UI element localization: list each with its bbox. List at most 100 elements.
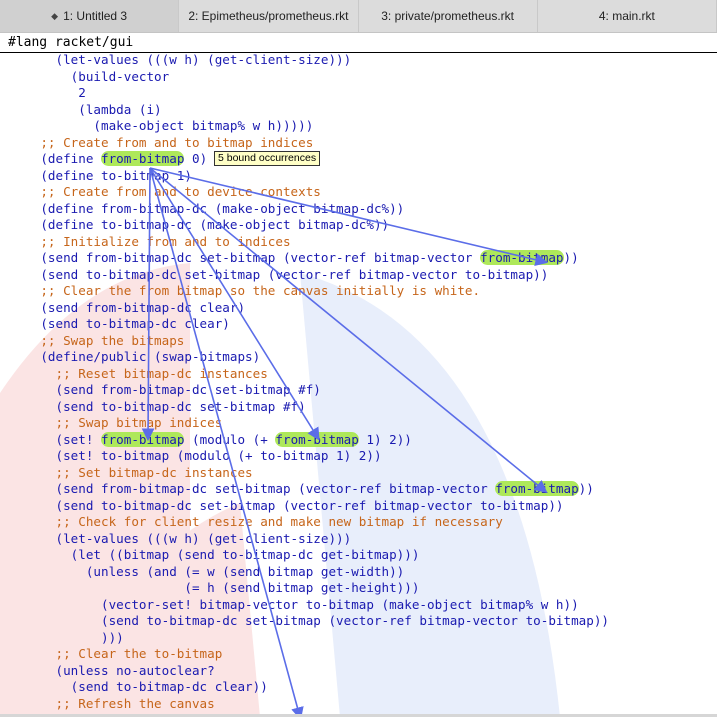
tab-label: 3: private/prometheus.rkt — [381, 9, 514, 23]
code-text: (send to-bitmap-dc set-bitmap (vector-re… — [10, 497, 564, 513]
code-line[interactable]: ))) — [10, 630, 609, 647]
highlighted-identifier: from-bitmap — [101, 431, 185, 447]
code-text: (let ((bitmap (send to-bitmap-dc get-bit… — [10, 547, 420, 562]
code-line[interactable]: (send to-bitmap-dc set-bitmap (vector-re… — [10, 613, 609, 630]
code-line[interactable]: ;; Swap the bitmaps — [10, 333, 609, 350]
code-text: (send to-bitmap-dc clear) — [10, 316, 230, 331]
code-comment: ;; Swap the bitmaps — [10, 332, 185, 348]
code-line[interactable]: (send from-bitmap-dc clear) — [10, 300, 609, 317]
code-comment: ;; Initialize from and to indices — [10, 233, 291, 249]
code-text: (send from-bitmap-dc set-bitmap (vector-… — [10, 250, 481, 265]
bound-occurrences-tooltip: 5 bound occurrences — [214, 151, 321, 166]
tab-main[interactable]: 4: main.rkt — [537, 0, 717, 32]
code-line[interactable]: ;; Clear the from bitmap so the canvas i… — [10, 283, 609, 300]
code-line[interactable]: (send to-bitmap-dc set-bitmap (vector-re… — [10, 498, 609, 515]
code-comment: ;; Create from and to bitmap indices — [10, 134, 314, 150]
code-line[interactable]: ;; Create from and to device contexts — [10, 184, 609, 201]
tab-bar: ◆ 1: Untitled 3 2: Epimetheus/prometheus… — [0, 0, 717, 33]
tab-untitled-3[interactable]: ◆ 1: Untitled 3 — [0, 0, 180, 32]
code-line[interactable]: (set! from-bitmap (modulo (+ from-bitmap… — [10, 431, 609, 449]
code-text: (send to-bitmap-dc set-bitmap #f) — [10, 398, 306, 414]
code-line[interactable]: 2 — [10, 85, 609, 102]
window-bottom-border — [0, 714, 717, 717]
code-text: (define — [10, 151, 101, 166]
code-comment: ;; Refresh the canvas — [10, 695, 215, 711]
code-line[interactable]: (make-object bitmap% w h))))) — [10, 118, 609, 135]
code-line[interactable]: (send to-bitmap-dc clear)) — [10, 679, 609, 696]
code-text: )) — [563, 250, 579, 265]
code-text: (build-vector — [10, 68, 170, 84]
code-line[interactable]: ;; Clear the to-bitmap — [10, 646, 609, 663]
code-text: (define to-bitmap 1) — [10, 167, 192, 183]
code-line[interactable]: (set! to-bitmap (modulo (+ to-bitmap 1) … — [10, 448, 609, 465]
code-line[interactable]: (lambda (i) — [10, 102, 609, 119]
code-text: (set! — [10, 431, 101, 447]
code-text: (set! to-bitmap (modulo (+ to-bitmap 1) … — [10, 448, 382, 463]
tab-label: 4: main.rkt — [598, 9, 655, 23]
code-line[interactable]: (define to-bitmap-dc (make-object bitmap… — [10, 217, 609, 234]
code-text: (send from-bitmap-dc set-bitmap (vector-… — [10, 481, 496, 496]
code-line[interactable]: (let ((bitmap (send to-bitmap-dc get-bit… — [10, 547, 609, 564]
code-text: (let-values (((w h) (get-client-size))) — [10, 52, 352, 67]
highlighted-identifier: from-bitmap — [495, 481, 579, 496]
highlighted-identifier: from-bitmap — [275, 431, 359, 447]
code-comment: ;; Clear the to-bitmap — [10, 646, 223, 661]
code-line[interactable]: ;; Swap bitmap indices — [10, 415, 609, 432]
code-text: (vector-set! bitmap-vector to-bitmap (ma… — [10, 596, 579, 612]
vertical-scrollbar[interactable] — [713, 66, 717, 717]
code-line[interactable]: (send from-bitmap-dc set-bitmap (vector-… — [10, 250, 609, 267]
code-text: (unless no-autoclear? — [10, 662, 215, 678]
code-text: (send from-bitmap-dc clear) — [10, 299, 246, 315]
code-text: 1) 2)) — [358, 431, 412, 447]
code-text: (send from-bitmap-dc set-bitmap #f) — [10, 382, 321, 397]
lang-line: #lang racket/gui — [8, 35, 134, 50]
code-line[interactable]: (send to-bitmap-dc clear) — [10, 316, 609, 333]
definitions-editor[interactable]: #lang racket/gui (let-values (((w h) (ge… — [0, 33, 717, 717]
code-text: 2 — [10, 85, 86, 100]
code-line[interactable]: (unless (and (= w (send bitmap get-width… — [10, 564, 609, 581]
code-text: (define/public (swap-bitmaps) — [10, 349, 261, 364]
code-text: (define to-bitmap-dc (make-object bitmap… — [10, 217, 390, 232]
code-line[interactable]: ;; Check for client resize and make new … — [10, 514, 609, 531]
code-text: (define from-bitmap-dc (make-object bitm… — [10, 200, 405, 216]
code-comment: ;; Swap bitmap indices — [10, 415, 223, 430]
tab-private-prometheus[interactable]: 3: private/prometheus.rkt — [358, 0, 538, 32]
code-comment: ;; Check for client resize and make new … — [10, 514, 503, 529]
code-line[interactable]: (send from-bitmap-dc set-bitmap (vector-… — [10, 481, 609, 498]
code-line[interactable]: (vector-set! bitmap-vector to-bitmap (ma… — [10, 597, 609, 614]
tab-label: 2: Epimetheus/prometheus.rkt — [188, 9, 349, 23]
code-line[interactable]: (build-vector — [10, 69, 609, 86]
code-line[interactable]: (= h (send bitmap get-height))) — [10, 580, 609, 597]
code-line[interactable]: (send to-bitmap-dc set-bitmap (vector-re… — [10, 267, 609, 284]
code-line[interactable]: ;; Set bitmap-dc instances — [10, 465, 609, 482]
highlighted-identifier: from-bitmap — [480, 250, 564, 265]
code-text: (modulo (+ — [184, 431, 276, 447]
code-line[interactable]: (unless no-autoclear? — [10, 663, 609, 680]
code-text: (send to-bitmap-dc clear)) — [10, 679, 268, 694]
code-line[interactable]: (send from-bitmap-dc set-bitmap #f) — [10, 382, 609, 399]
code-line[interactable]: (define/public (swap-bitmaps) — [10, 349, 609, 366]
code-line[interactable]: (let-values (((w h) (get-client-size))) — [10, 52, 609, 69]
code-line[interactable]: ;; Refresh the canvas — [10, 696, 609, 713]
tab-label: 1: Untitled 3 — [63, 9, 128, 23]
code-text: (send to-bitmap-dc set-bitmap (vector-re… — [10, 266, 549, 282]
highlighted-identifier: from-bitmap — [101, 151, 185, 166]
code-line[interactable]: (define from-bitmap-dc (make-object bitm… — [10, 201, 609, 218]
code-comment: ;; Clear the from bitmap so the canvas i… — [10, 283, 481, 298]
code-line[interactable]: ;; Initialize from and to indices — [10, 234, 609, 251]
code-text: (lambda (i) — [10, 101, 162, 117]
lang-line-separator — [0, 52, 717, 53]
code-line[interactable]: (define from-bitmap 0) — [10, 151, 609, 168]
tab-epimetheus-prometheus[interactable]: 2: Epimetheus/prometheus.rkt — [179, 0, 359, 32]
code-line[interactable]: ;; Create from and to bitmap indices — [10, 135, 609, 152]
code-line[interactable]: ;; Reset bitmap-dc instances — [10, 366, 609, 383]
code-text: 0) — [184, 151, 208, 166]
code-comment: ;; Create from and to device contexts — [10, 184, 321, 199]
code-line[interactable]: (send to-bitmap-dc set-bitmap #f) — [10, 399, 609, 416]
code-comment: ;; Set bitmap-dc instances — [10, 464, 253, 480]
code-text: (make-object bitmap% w h))))) — [10, 118, 314, 133]
code-text: (let-values (((w h) (get-client-size))) — [10, 530, 352, 546]
code-text: (send to-bitmap-dc set-bitmap (vector-re… — [10, 613, 609, 628]
code-line[interactable]: (define to-bitmap 1) — [10, 168, 609, 185]
code-line[interactable]: (let-values (((w h) (get-client-size))) — [10, 531, 609, 548]
